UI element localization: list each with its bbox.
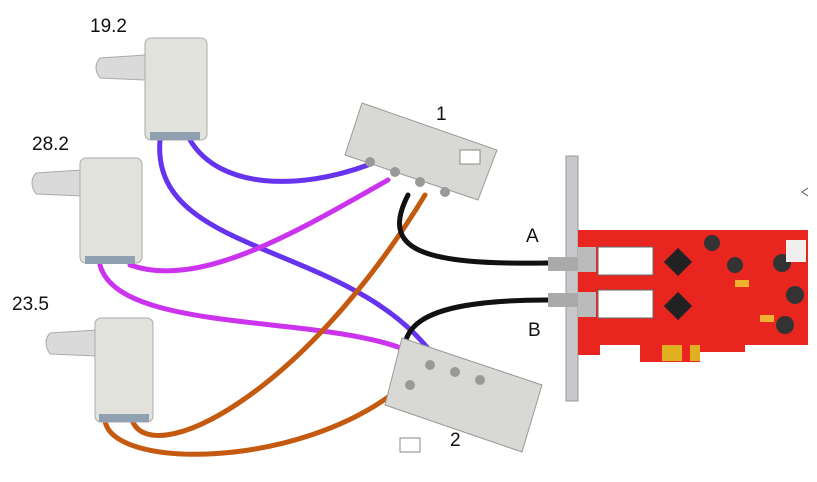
port-a-label: A bbox=[526, 226, 539, 247]
switch-1-label: 1 bbox=[436, 104, 447, 125]
cable-orange-lnb3-switch2 bbox=[102, 385, 403, 457]
lnb-28-2 bbox=[31, 157, 143, 264]
speaker-icon bbox=[801, 187, 809, 197]
pcie-tuner-card bbox=[548, 155, 808, 402]
lnb-19-2 bbox=[95, 37, 208, 141]
port-b-label: B bbox=[528, 320, 541, 341]
lnb-3-label: 23.5 bbox=[12, 294, 49, 315]
diseqc-switch-1 bbox=[344, 102, 498, 201]
port-b-connector bbox=[548, 293, 578, 307]
lnb-1-label: 19.2 bbox=[90, 16, 127, 37]
cable-blue-lnb1-switch1 bbox=[187, 137, 371, 184]
diseqc-switch-2 bbox=[384, 337, 543, 453]
port-a-connector bbox=[548, 257, 578, 271]
lnb-23-5 bbox=[45, 317, 154, 423]
cable-purple-lnb2-switch2 bbox=[97, 262, 431, 365]
cable-black-switch1-cardA bbox=[397, 192, 551, 266]
lnb-2-label: 28.2 bbox=[32, 134, 69, 155]
cable-purple-lnb2-switch1 bbox=[127, 177, 391, 274]
switch-2-label: 2 bbox=[450, 430, 461, 451]
cable-orange-lnb3-switch1 bbox=[129, 192, 428, 438]
cable-blue-lnb1-switch2 bbox=[157, 137, 443, 368]
